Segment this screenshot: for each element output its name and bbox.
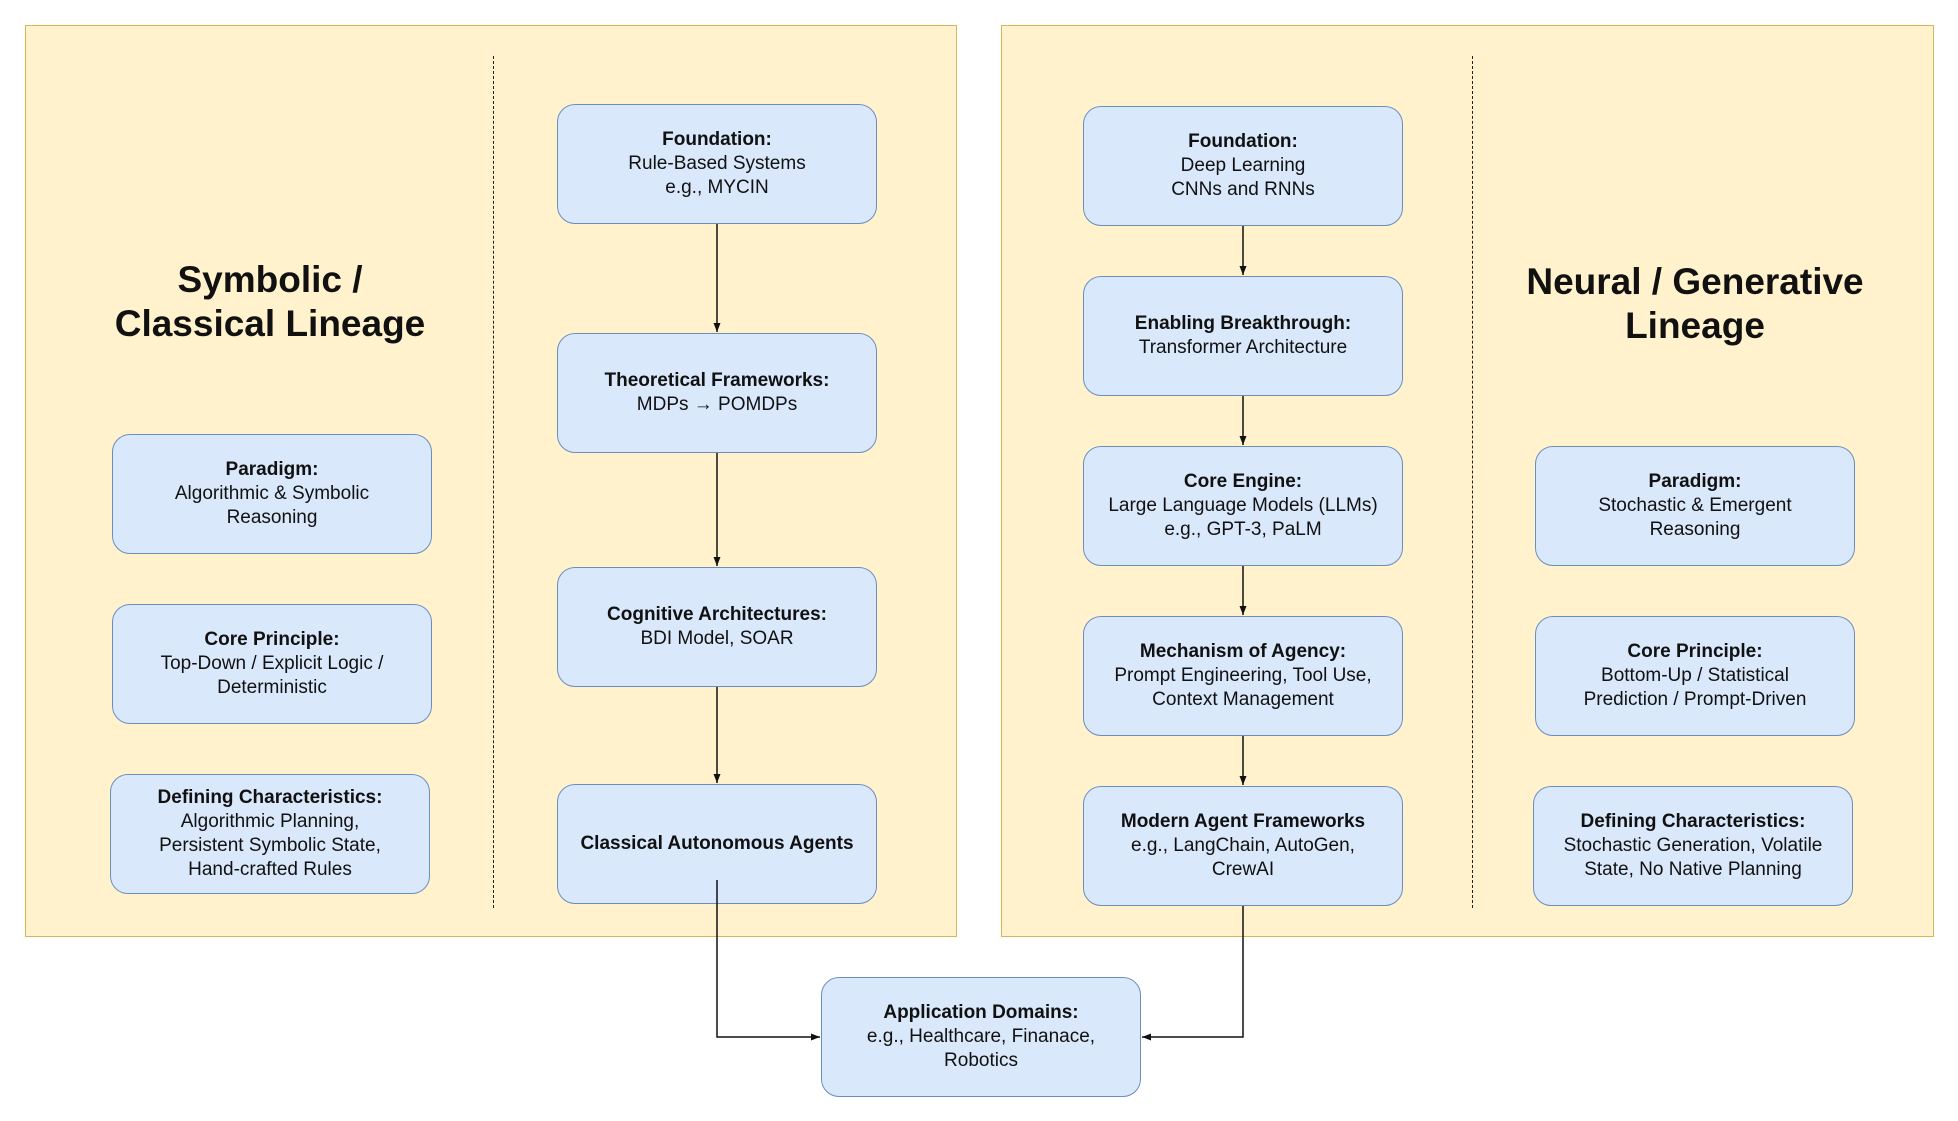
box-line: BDI Model, SOAR [640, 628, 794, 649]
box-line: e.g., GPT-3, PaLM [1164, 519, 1322, 540]
box-title: Core Engine: [1183, 471, 1303, 492]
right-core-engine-box: Core Engine: Large Language Models (LLMs… [1083, 446, 1403, 566]
box-line: CNNs and RNNs [1171, 179, 1315, 200]
box-line: Persistent Symbolic State, [159, 835, 381, 856]
left-core-principle-box: Core Principle: Top-Down / Explicit Logi… [112, 604, 432, 724]
box-line: Rule-Based Systems [628, 153, 806, 174]
neural-lineage-heading: Neural / Generative Lineage [1480, 260, 1910, 348]
symbolic-lineage-heading: Symbolic / Classical Lineage [60, 258, 480, 346]
box-line: Prediction / Prompt-Driven [1583, 689, 1807, 710]
box-title: Paradigm: [225, 459, 319, 480]
right-modern-agent-frameworks-box: Modern Agent Frameworks e.g., LangChain,… [1083, 786, 1403, 906]
left-paradigm-box: Paradigm: Algorithmic & Symbolic Reasoni… [112, 434, 432, 554]
box-title: Theoretical Frameworks: [604, 370, 830, 391]
right-mechanism-of-agency-box: Mechanism of Agency: Prompt Engineering,… [1083, 616, 1403, 736]
box-line: Bottom-Up / Statistical [1601, 665, 1789, 686]
box-title: Classical Autonomous Agents [580, 833, 854, 854]
box-line: e.g., MYCIN [665, 177, 769, 198]
left-classical-agents-box: Classical Autonomous Agents [557, 784, 877, 904]
right-core-principle-box: Core Principle: Bottom-Up / Statistical … [1535, 616, 1855, 736]
box-line: Reasoning [226, 507, 318, 528]
box-line: Prompt Engineering, Tool Use, [1114, 665, 1372, 686]
left-cognitive-architectures-box: Cognitive Architectures: BDI Model, SOAR [557, 567, 877, 687]
box-line: Top-Down / Explicit Logic / [160, 653, 384, 674]
heading-line: Lineage [1625, 305, 1765, 346]
heading-line: Classical Lineage [114, 303, 426, 344]
box-title: Paradigm: [1648, 471, 1742, 492]
box-line: Reasoning [1649, 519, 1741, 540]
box-line: Robotics [944, 1050, 1018, 1071]
box-title: Defining Characteristics: [157, 787, 383, 808]
right-paradigm-box: Paradigm: Stochastic & Emergent Reasonin… [1535, 446, 1855, 566]
box-line: e.g., LangChain, AutoGen, [1131, 835, 1355, 856]
box-line: Algorithmic Planning, [180, 811, 360, 832]
box-title: Mechanism of Agency: [1139, 641, 1347, 662]
right-defining-characteristics-box: Defining Characteristics: Stochastic Gen… [1533, 786, 1853, 906]
box-title: Foundation: [1188, 131, 1298, 152]
box-line: Stochastic & Emergent [1598, 495, 1792, 516]
left-panel-divider [493, 56, 494, 908]
box-line: CrewAI [1211, 859, 1275, 880]
box-title: Enabling Breakthrough: [1134, 313, 1352, 334]
right-enabling-breakthrough-box: Enabling Breakthrough: Transformer Archi… [1083, 276, 1403, 396]
box-line: State, No Native Planning [1584, 859, 1802, 880]
heading-line: Symbolic / [177, 259, 363, 300]
box-line: Algorithmic & Symbolic [174, 483, 370, 504]
left-foundation-box: Foundation: Rule-Based Systems e.g., MYC… [557, 104, 877, 224]
right-panel-divider [1472, 56, 1473, 908]
box-line: Context Management [1152, 689, 1334, 710]
box-line: Large Language Models (LLMs) [1108, 495, 1378, 516]
right-foundation-box: Foundation: Deep Learning CNNs and RNNs [1083, 106, 1403, 226]
left-defining-characteristics-box: Defining Characteristics: Algorithmic Pl… [110, 774, 430, 894]
box-line: Hand-crafted Rules [188, 859, 352, 880]
box-line: MDPs → POMDPs [636, 394, 798, 415]
box-line: Transformer Architecture [1138, 337, 1348, 358]
heading-line: Neural / Generative [1526, 261, 1864, 302]
box-title: Defining Characteristics: [1580, 811, 1806, 832]
application-domains-box: Application Domains: e.g., Healthcare, F… [821, 977, 1141, 1097]
left-theoretical-frameworks-box: Theoretical Frameworks: MDPs → POMDPs [557, 333, 877, 453]
box-line: Deterministic [217, 677, 327, 698]
box-line: Stochastic Generation, Volatile [1563, 835, 1823, 856]
box-title: Cognitive Architectures: [607, 604, 827, 625]
box-title: Foundation: [662, 129, 772, 150]
box-title: Core Principle: [204, 629, 340, 650]
box-line: Deep Learning [1180, 155, 1306, 176]
box-title: Application Domains: [883, 1002, 1079, 1023]
box-title: Core Principle: [1627, 641, 1763, 662]
box-title: Modern Agent Frameworks [1120, 811, 1366, 832]
box-line: e.g., Healthcare, Finanace, [866, 1026, 1096, 1047]
